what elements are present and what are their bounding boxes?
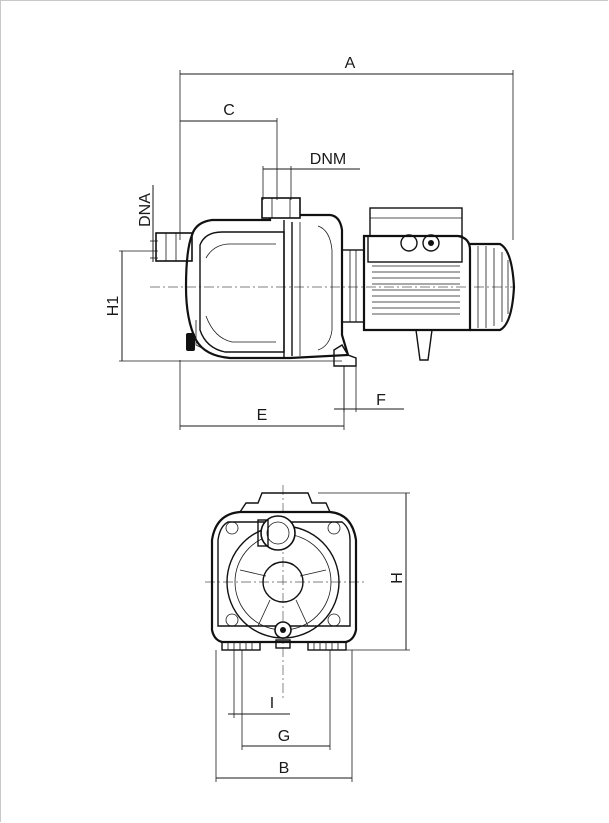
delivery-flange: [261, 197, 301, 219]
suction-flange: [155, 232, 193, 262]
dimension-f-label: F: [376, 392, 386, 409]
delivery-port: [261, 197, 301, 219]
side-dimensions: A C DNM DNA H1: [105, 55, 514, 430]
dimension-h-label: H: [389, 572, 406, 584]
dimension-c-label: C: [223, 102, 235, 119]
dimension-b-label: B: [279, 760, 290, 777]
dimension-g-label: G: [278, 728, 290, 745]
drain-plug: [186, 333, 195, 351]
volute-hub: [262, 561, 304, 603]
suction-port: [155, 232, 193, 262]
capacitor-icon: [400, 234, 418, 252]
motor-fins: [372, 265, 460, 315]
motor-foot: [415, 329, 433, 361]
dimension-h1-label: H1: [105, 296, 122, 317]
dimension-i-label: I: [270, 695, 274, 712]
fan-cover: [470, 242, 516, 332]
front-delivery-flange: [238, 492, 332, 513]
side-view: A C DNM DNA H1: [105, 55, 516, 430]
front-view: H I G B: [205, 485, 410, 782]
dimension-a-label: A: [345, 55, 356, 72]
switch-icon: [422, 234, 440, 252]
dimension-e-label: E: [257, 407, 268, 424]
pump-body: [184, 213, 357, 367]
pump-foot: [333, 344, 357, 367]
front-feet: [221, 641, 347, 651]
front-suction-port: [260, 515, 296, 551]
terminal-box: [369, 207, 463, 237]
dimension-dna-label: DNA: [137, 193, 154, 227]
motor: [362, 207, 516, 361]
dimension-dnm-label: DNM: [310, 151, 346, 168]
coupling: [341, 249, 365, 323]
front-dimensions: H I G B: [215, 492, 410, 782]
